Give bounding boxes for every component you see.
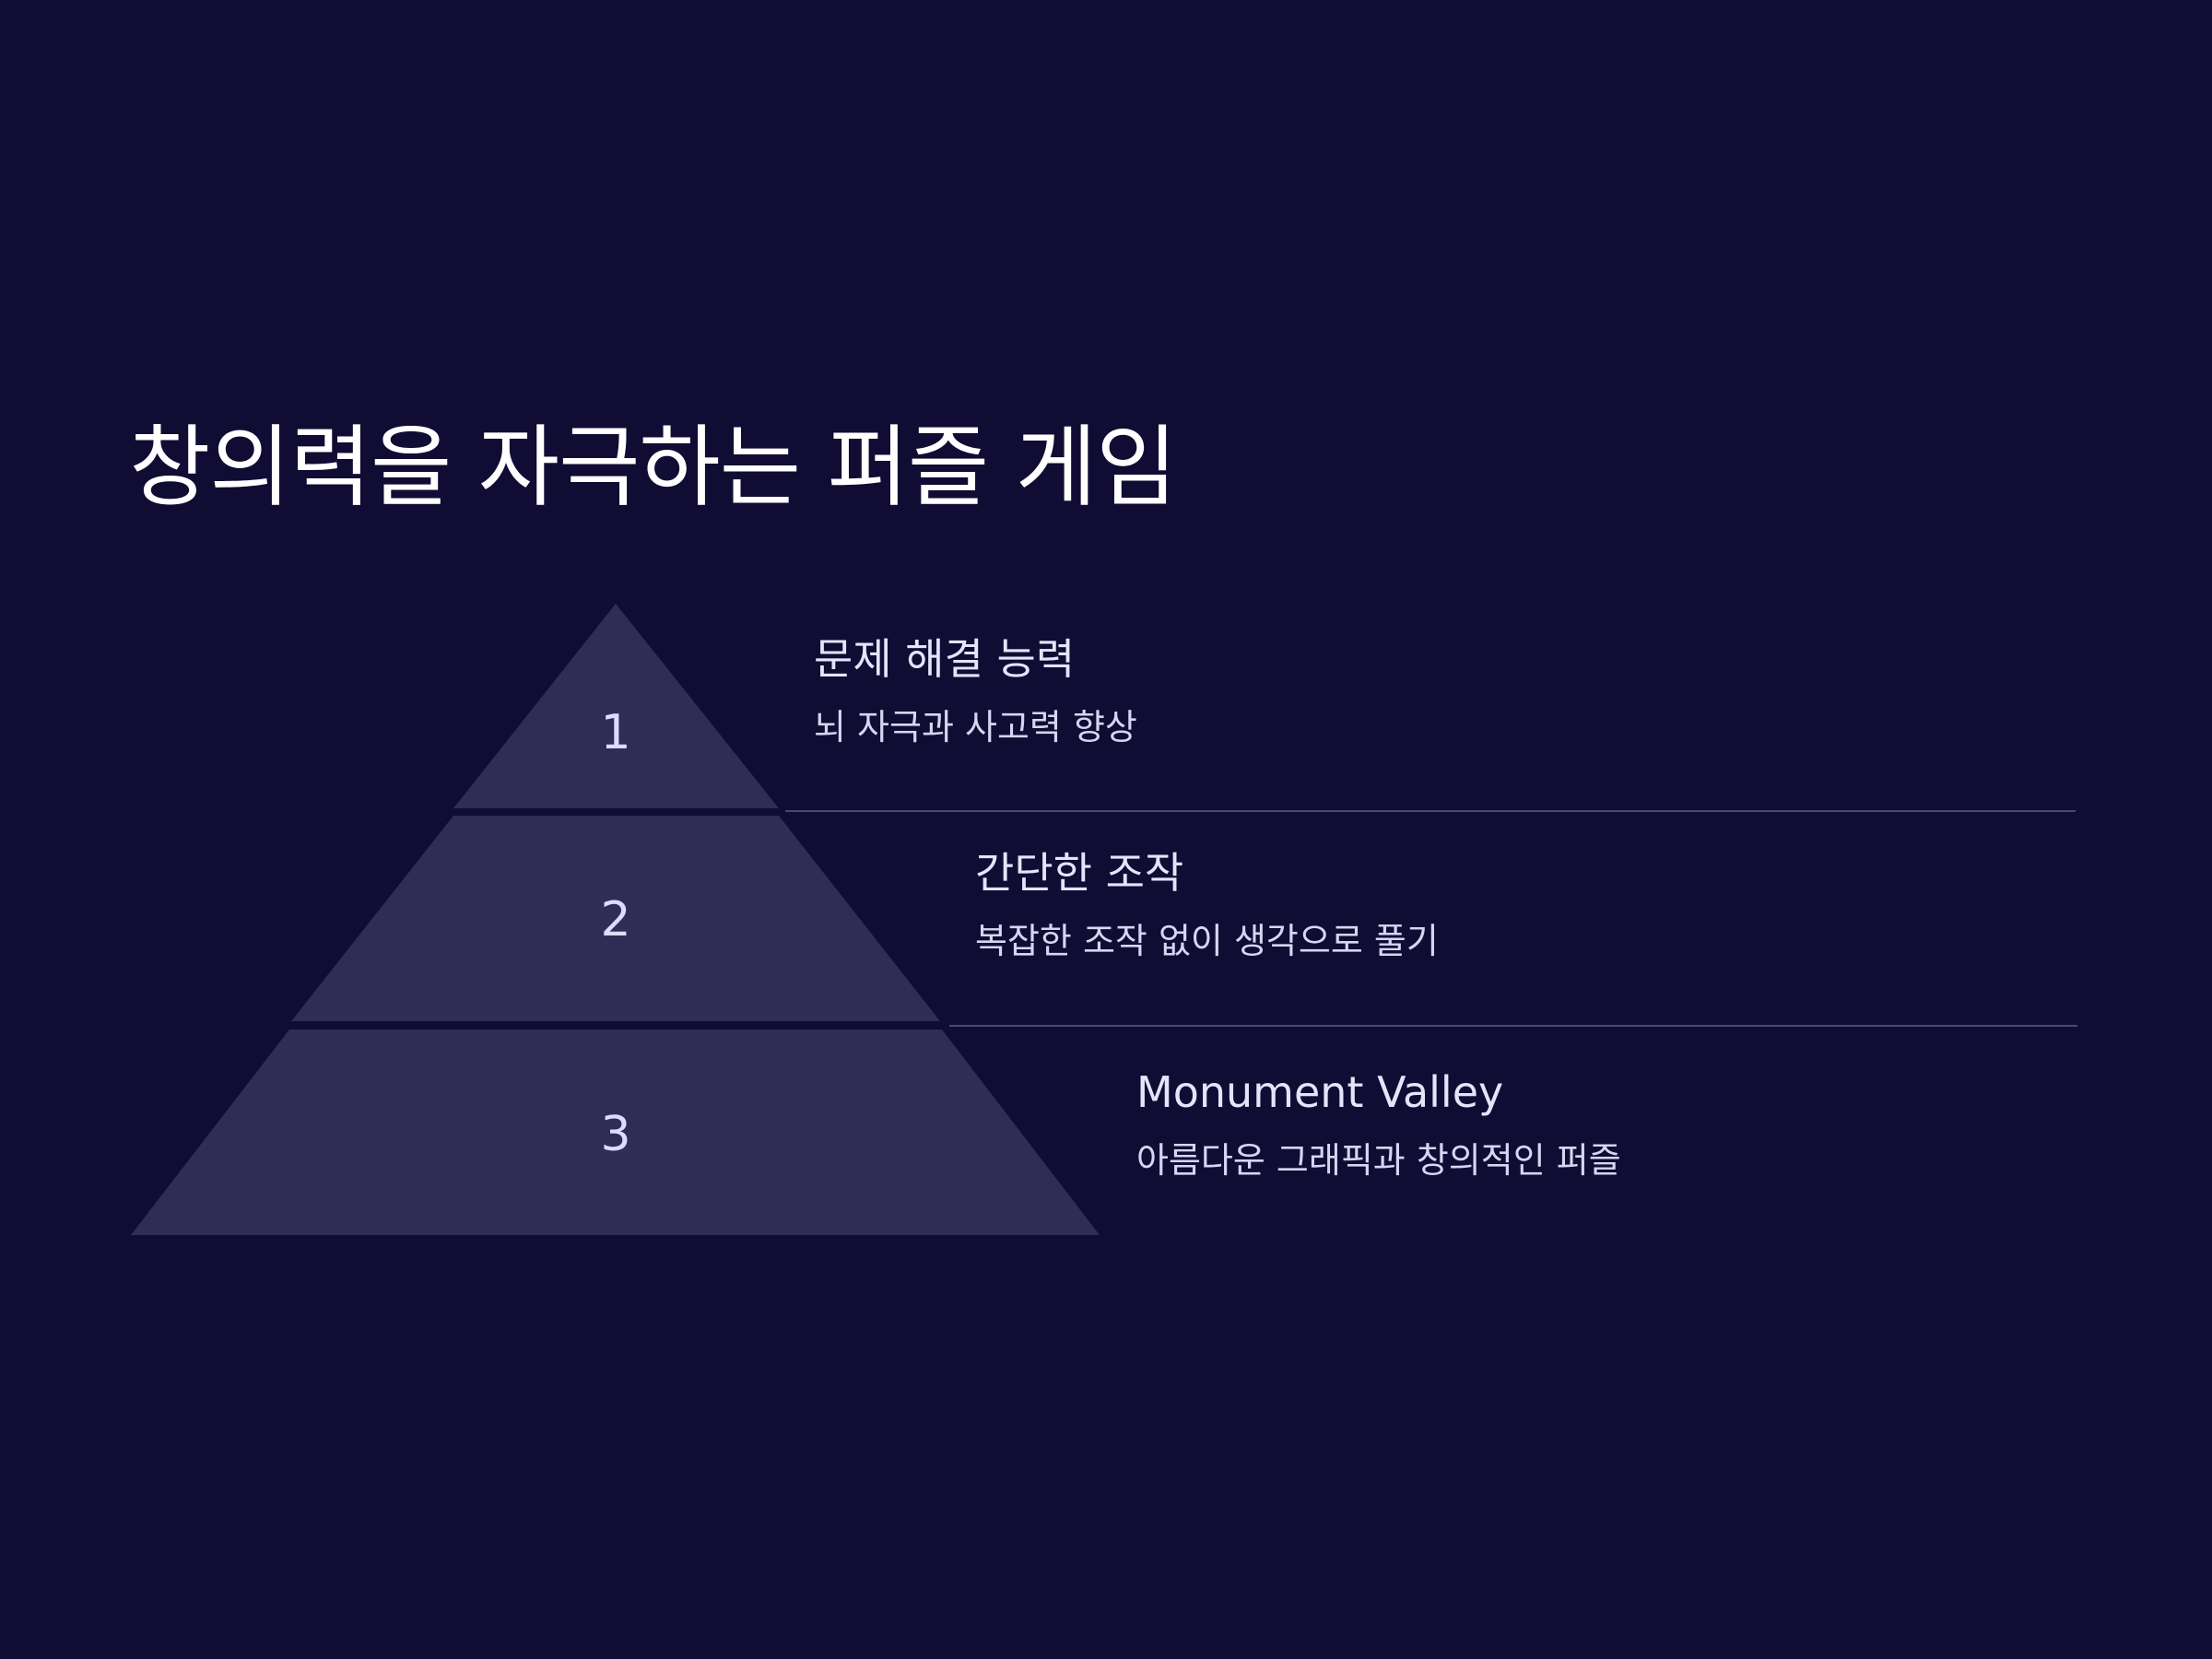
pyramid-tier-3 xyxy=(131,1030,1100,1235)
tier-heading-2: 간단한 조작 xyxy=(975,848,1184,898)
pyramid-tier-2 xyxy=(291,816,940,1021)
pyramid-tier-1 xyxy=(453,604,779,808)
tier-description-2: 복잡한 조작 없이 생각으로 풀기 xyxy=(975,921,1439,962)
tier-item-1: 문제 해결 능력 뇌 자극과 사고력 향상 xyxy=(814,634,1137,749)
tier-number-1: 1 xyxy=(600,705,630,760)
tier-heading-1: 문제 해결 능력 xyxy=(814,634,1076,684)
tier-description-1: 뇌 자극과 사고력 향상 xyxy=(814,707,1137,748)
tier-item-3: Monument Valley 아름다운 그래픽과 창의적인 퍼즐 xyxy=(1136,1067,1621,1182)
tier-number-3: 3 xyxy=(600,1107,630,1162)
tier-description-3: 아름다운 그래픽과 창의적인 퍼즐 xyxy=(1136,1140,1621,1182)
page-title: 창의력을 자극하는 퍼즐 게임 xyxy=(129,416,1177,519)
tier-number-2: 2 xyxy=(600,892,630,947)
tier-heading-3: Monument Valley xyxy=(1136,1067,1504,1117)
tier-item-2: 간단한 조작 복잡한 조작 없이 생각으로 풀기 xyxy=(975,848,1439,963)
